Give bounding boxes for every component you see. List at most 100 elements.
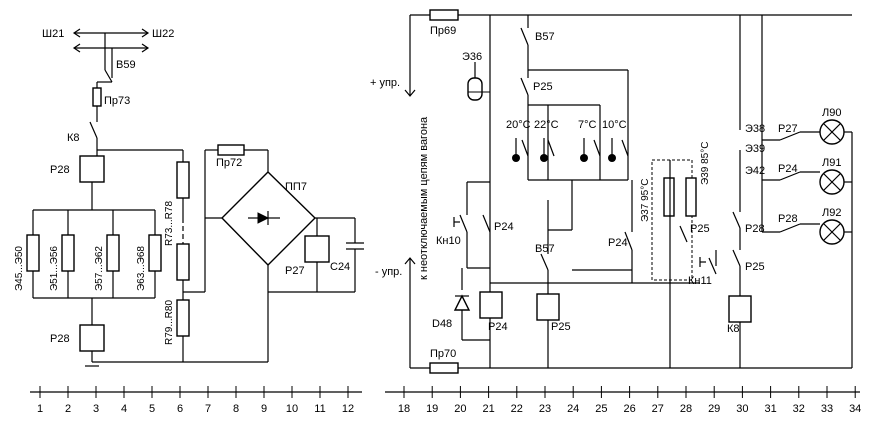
p24-left-label: Р24 [494, 221, 514, 233]
bridge-pp7-label: ПП7 [285, 181, 307, 193]
scale-tick-label: 22 [511, 403, 523, 415]
resistor-r73 [176, 243, 190, 281]
t7-label: 7°C [578, 119, 597, 131]
b57-top-label: В57 [535, 31, 555, 43]
thermo-e36 [467, 77, 483, 101]
scale-tick-label: 2 [65, 403, 71, 415]
resistor-r78 [176, 161, 190, 199]
t22-label: 22°C [534, 119, 559, 131]
p25-mid-label: Р25 [690, 223, 710, 235]
scale-tick-label: 11 [314, 403, 325, 415]
scale-tick-label: 7 [205, 403, 211, 415]
p25-top-label: Р25 [533, 81, 553, 93]
e39-label: Э39 85°C [700, 142, 711, 185]
scale-tick-label: 31 [764, 403, 776, 415]
thermostat-20-icon [512, 154, 520, 162]
p24-l-label: Р24 [778, 163, 798, 175]
l90-label: Л90 [822, 107, 841, 119]
contact-k8-label: К8 [67, 132, 80, 144]
scale-tick-label: 5 [149, 403, 155, 415]
scale-tick-label: 9 [261, 403, 267, 415]
resistor-r80-label: R79...R80 [164, 300, 175, 345]
fuse-pr73 [92, 87, 102, 107]
t20-label: 20°C [506, 119, 531, 131]
fuse-pr69-label: Пр69 [430, 25, 456, 37]
lamp-l91-icon [819, 169, 845, 195]
heater-e57-e62 [106, 234, 120, 272]
p28-r-label: Р28 [745, 223, 765, 235]
l92-label: Л92 [822, 207, 841, 219]
kn11-label: Кн11 [688, 275, 712, 287]
heater-3-label: Э57...Э62 [94, 246, 105, 291]
fuse-pr70 [429, 362, 459, 374]
e38-label: Э38 [745, 123, 765, 135]
relay-p27 [304, 235, 330, 263]
switch-b59-label: В59 [116, 59, 136, 71]
thermo-group-box [651, 159, 693, 281]
diode-d48 [453, 294, 471, 311]
resistor-r78-label: R73...R78 [164, 201, 175, 246]
p24-coil-label: Р24 [488, 321, 508, 333]
fuse-pr70-label: Пр70 [430, 348, 456, 360]
vertical-note-label: к неотключаемым цепям вагона [418, 116, 430, 280]
e36-label: Э36 [462, 51, 482, 63]
e39b-label: Э39 [745, 143, 765, 155]
scale-tick-label: 32 [793, 403, 805, 415]
heater-1-label: Э45...Э50 [14, 246, 25, 291]
p24-mid-label: Р24 [608, 237, 628, 249]
scale-tick-label: 19 [426, 403, 438, 415]
scale-tick-label: 27 [652, 403, 664, 415]
heater-e63-e68 [148, 234, 162, 272]
heater-4-label: Э63...Э68 [136, 246, 147, 291]
k8-coil-label: К8 [727, 323, 740, 335]
scale-tick-label: 34 [849, 403, 861, 415]
scale-tick-label: 30 [736, 403, 748, 415]
b57-bottom-label: В57 [535, 243, 555, 255]
d48-label: D48 [432, 318, 452, 330]
thermostat-22-icon [540, 154, 548, 162]
l91-label: Л91 [822, 157, 841, 169]
p28-l-label: Р28 [778, 213, 798, 225]
heater-e45-e50 [26, 234, 40, 272]
fuse-pr73-label: Пр73 [104, 95, 130, 107]
thermostat-10-icon [608, 154, 616, 162]
p27-l-label: Р27 [778, 123, 798, 135]
e37-label: Э37 95°C [640, 179, 651, 222]
heater-e51-e56 [61, 234, 75, 272]
scale-tick-label: 26 [623, 403, 635, 415]
scale-tick-label: 1 [37, 403, 43, 415]
cap-c24-label: С24 [330, 261, 350, 273]
scale-tick-label: 24 [567, 403, 579, 415]
scale-tick-label: 8 [233, 403, 239, 415]
scale-tick-label: 18 [398, 403, 410, 415]
e42-label: Э42 [745, 165, 765, 177]
scale-tick-label: 10 [286, 403, 298, 415]
fuse-pr69 [429, 9, 459, 21]
relay-p24-coil [479, 291, 503, 319]
scale-tick-label: 20 [454, 403, 466, 415]
p25-r-label: Р25 [745, 261, 765, 273]
scale-tick-label: 23 [539, 403, 551, 415]
scale-tick-label: 25 [595, 403, 607, 415]
p25-coil-label: Р25 [551, 321, 571, 333]
scale-tick-label: 21 [482, 403, 494, 415]
resistor-r79-r80 [176, 299, 190, 337]
scale-tick-label: 28 [680, 403, 692, 415]
minus-upr-label: - упр. [375, 266, 402, 278]
fuse-pr72-label: Пр72 [216, 157, 242, 169]
relay-p28-bottom [79, 324, 105, 352]
scale-tick-label: 33 [821, 403, 833, 415]
lamp-l92-icon [819, 219, 845, 245]
bus-sh22-label: Ш22 [152, 28, 174, 40]
fuse-pr72 [217, 144, 245, 156]
relay-p28-top [79, 155, 105, 183]
heater-2-label: Э51...Э56 [49, 246, 60, 291]
scale-tick-label: 4 [121, 403, 127, 415]
t10-label: 10°C [602, 119, 627, 131]
thermo-e39 [685, 177, 697, 217]
relay-p25-coil [536, 293, 560, 321]
relay-k8-coil [728, 295, 752, 323]
